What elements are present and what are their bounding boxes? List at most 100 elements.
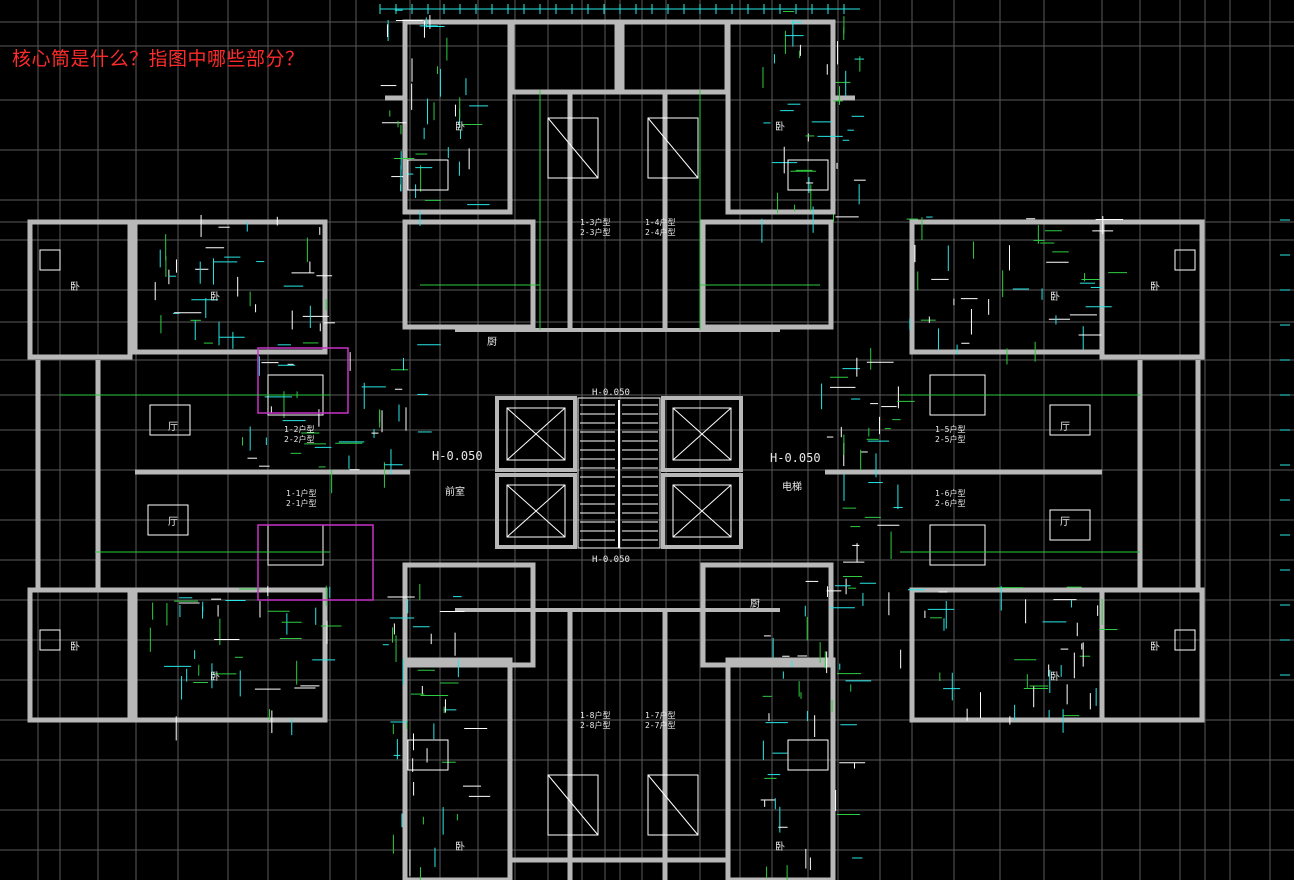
- plan-label: 1-7户型: [645, 710, 675, 720]
- elevator-shaft: [661, 396, 743, 472]
- plan-label: 1-6户型: [935, 488, 965, 498]
- plan-label: 厨: [487, 336, 497, 348]
- elevator-car: [672, 484, 732, 538]
- shaft: [647, 117, 699, 179]
- elevation-label: H-0.050: [770, 451, 821, 465]
- plan-label: 卧: [70, 280, 80, 293]
- detail-box: [147, 504, 189, 536]
- core-tube: [495, 117, 743, 836]
- detail-box: [407, 739, 449, 771]
- wall: [909, 587, 1105, 723]
- plan-label: 厅: [168, 517, 178, 528]
- plan-label: 卧: [775, 840, 785, 853]
- elevation-label: H-0.050: [592, 555, 630, 565]
- elevator-car: [506, 484, 566, 538]
- plan-label: 卧: [775, 120, 785, 133]
- plan-label: 卧: [210, 290, 220, 303]
- plan-label: 前室: [445, 485, 465, 498]
- plan-label: 卧: [1150, 640, 1160, 653]
- elevator-car: [672, 407, 732, 461]
- detail-box: [1049, 404, 1091, 436]
- plan-label: 1-3户型: [580, 217, 610, 227]
- highlight-box: [257, 347, 349, 414]
- plan-label: 厅: [168, 422, 178, 433]
- shaft-cross: [547, 117, 599, 179]
- plan-label: 厅: [1060, 422, 1070, 433]
- plan-label: 1-4户型: [645, 217, 675, 227]
- detail-box: [1049, 509, 1091, 541]
- detail-box: [787, 159, 829, 191]
- elevator-cross: [672, 407, 732, 461]
- detail-box: [787, 739, 829, 771]
- elevator-shaft: [661, 473, 743, 549]
- plan-label: 卧: [1150, 280, 1160, 293]
- shaft-cross: [647, 117, 699, 179]
- plan-label: 1-2户型: [284, 424, 314, 434]
- wall: [132, 587, 328, 723]
- elevator-cross: [506, 484, 566, 538]
- elevator-car: [506, 407, 566, 461]
- plan-label: 厅: [1060, 517, 1070, 528]
- elevator-shaft: [495, 396, 577, 472]
- plan-label: 2-5户型: [935, 434, 965, 444]
- elevator-shaft: [495, 473, 577, 549]
- highlight-box: [257, 524, 374, 601]
- wall: [725, 19, 836, 215]
- wall: [27, 219, 133, 360]
- plan-label: 卧: [1050, 290, 1060, 303]
- room-details: [39, 4, 1290, 880]
- wall: [402, 219, 536, 330]
- elevation-label: H-0.050: [432, 449, 483, 463]
- wall: [619, 19, 730, 95]
- plan-label: 卧: [455, 120, 465, 133]
- plan-label: 2-4户型: [645, 227, 675, 237]
- wall: [700, 219, 834, 330]
- plan-label: 2-2户型: [284, 434, 314, 444]
- elevation-label: H-0.050: [592, 388, 630, 398]
- wall: [725, 657, 836, 880]
- question-annotation: 核心筒是什么？指图中哪些部分？: [12, 48, 305, 70]
- plan-label: 卧: [455, 840, 465, 853]
- plan-label: 1-8户型: [580, 710, 610, 720]
- wall-outlines: [27, 19, 1205, 880]
- detail-box: [149, 404, 191, 436]
- detail-box: [267, 524, 324, 566]
- plan-label: 1-1户型: [286, 488, 316, 498]
- detail-box: [1174, 249, 1196, 271]
- plan-label: 卧: [210, 670, 220, 683]
- plan-label: 电梯: [782, 480, 802, 493]
- shaft: [647, 774, 699, 836]
- elevator-cross: [672, 484, 732, 538]
- plan-label: 2-6户型: [935, 498, 965, 508]
- plan-label: 厨: [750, 598, 760, 610]
- shaft-cross: [647, 774, 699, 836]
- shaft: [547, 774, 599, 836]
- plan-label: 2-1户型: [286, 498, 316, 508]
- shaft: [547, 117, 599, 179]
- shaft-cross: [547, 774, 599, 836]
- detail-box: [39, 249, 61, 271]
- wall: [27, 587, 133, 723]
- wall: [132, 219, 328, 355]
- detail-box: [39, 629, 61, 651]
- wall: [402, 657, 513, 880]
- wall: [402, 562, 536, 668]
- wall: [1099, 587, 1205, 723]
- detail-box: [407, 159, 449, 191]
- wall: [909, 219, 1105, 355]
- detail-box: [929, 524, 986, 566]
- elevator-cross: [506, 407, 566, 461]
- plan-label: 1-5户型: [935, 424, 965, 434]
- plan-label: 2-3户型: [580, 227, 610, 237]
- wall: [700, 562, 834, 668]
- plan-label: 卧: [1050, 670, 1060, 683]
- wall: [402, 19, 513, 215]
- plan-label: 卧: [70, 640, 80, 653]
- plan-label: 2-7户型: [645, 720, 675, 730]
- wall: [509, 19, 620, 95]
- detail-box: [1174, 629, 1196, 651]
